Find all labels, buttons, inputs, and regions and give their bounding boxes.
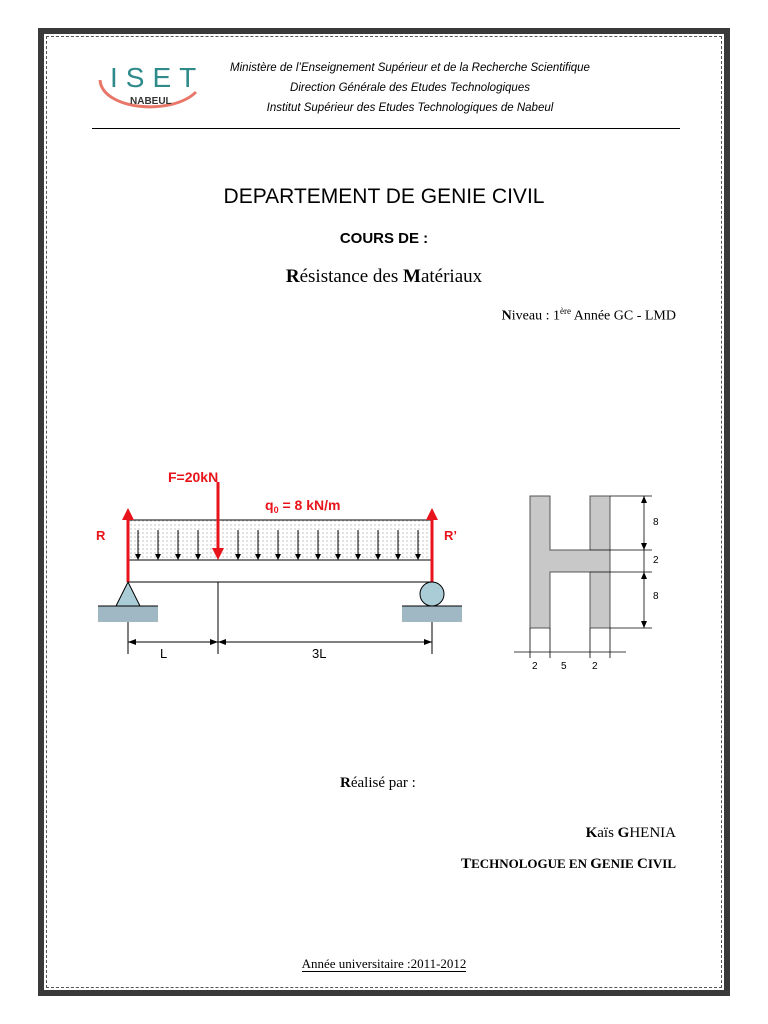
dim-3l: 3L [312,646,326,661]
header-direction: Direction Générale des Etudes Technologi… [290,82,530,94]
force-arrow [212,548,224,560]
dim-bottom-flange: 8 [653,591,659,602]
h-section-diagram: 8 2 8 2 5 2 [514,495,659,672]
subject-title: Résistance des Matériaux [285,266,483,287]
niveau-line: Niveau : 1ère Année GC - LMD [501,306,676,324]
dim-top-flange: 8 [653,517,659,528]
pin-support [115,580,141,607]
dim-web: 2 [653,555,659,566]
roller-support [419,581,445,607]
left-ground [98,606,158,622]
load-label: q0 = 8 kN/m [265,497,340,515]
beam-diagram: F=20kN q0 = 8 kN/m R R’ L 3L [96,469,462,661]
left-reaction-label: R [96,528,106,543]
left-reaction-arrow [122,508,134,520]
academic-year: Année universitaire :2011-2012 [301,956,467,972]
header-institute: Institut Supérieur des Etudes Technologi… [266,102,554,114]
dim-l: L [160,646,167,661]
realise-par: Réalisé par : [340,775,416,791]
dim-flange-left: 2 [532,661,538,672]
page-frame [38,28,730,996]
dim-gap: 5 [561,661,567,672]
right-reaction-label: R’ [444,528,457,543]
iset-logo [98,79,198,109]
right-ground [402,606,462,622]
department-title: DEPARTEMENT DE GENIE CIVIL [223,185,545,208]
force-label: F=20kN [168,469,218,485]
header-ministry: Ministère de l’Enseignement Supérieur et… [230,62,590,74]
page-inner-frame [46,36,722,988]
logo-subtext: NABEUL [130,96,172,107]
author-role: TECHNOLOGUE EN GENIE CIVIL [461,856,676,872]
dim-flange-right: 2 [592,661,598,672]
logo-text: ISET [110,62,205,93]
cours-label: COURS DE : [339,230,429,247]
header-rule [92,128,680,129]
h-section [529,495,611,629]
beam [127,559,433,583]
right-reaction-arrow [426,508,438,520]
author-name: Kaïs GHENIA [585,825,676,841]
